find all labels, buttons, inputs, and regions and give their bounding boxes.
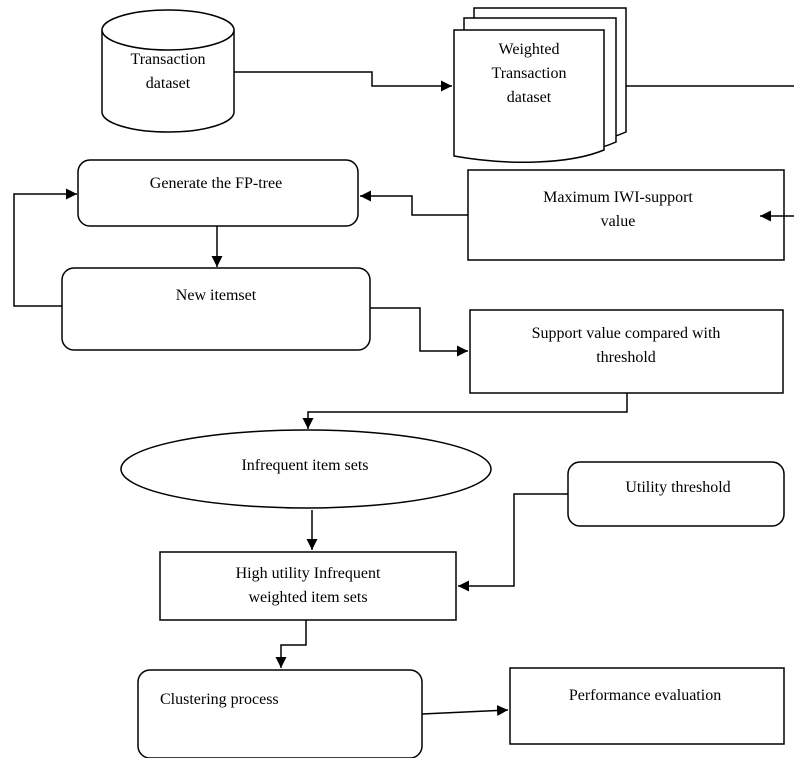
transaction-dataset-cylinder [101, 9, 235, 133]
high-utility-box [159, 551, 457, 621]
support-value-box [469, 309, 784, 394]
arrow-high-utility-to-clustering [275, 620, 307, 668]
arrow-new-itemset-to-support [370, 307, 468, 357]
infrequent-item-sets-label: Infrequent item sets [241, 457, 369, 474]
clustering-process-box [137, 669, 423, 758]
generate-fp-tree-label: Generate the FP-tree [149, 175, 283, 192]
infrequent-item-sets-ellipse [120, 429, 492, 509]
performance-evaluation-label: Performance evaluation [568, 687, 722, 704]
new-itemset-box [61, 267, 371, 351]
arrow-clustering-to-performance [421, 705, 509, 717]
arrow-feedback-loop [13, 188, 77, 307]
arrow-support-to-infrequent [302, 393, 628, 429]
maximum-iwi-support-box [467, 169, 785, 261]
new-itemset-label: New itemset [175, 287, 257, 304]
arrow-utility-to-high-utility [458, 493, 568, 592]
arrow-iwi-to-fp-tree [360, 190, 468, 216]
clustering-process-label: Clustering process [160, 691, 279, 708]
performance-evaluation-box [509, 667, 785, 745]
weighted-transaction-dataset-document [453, 7, 627, 163]
generate-fp-tree-box [77, 159, 359, 227]
arrow-transaction-to-weighted [234, 71, 452, 92]
utility-threshold-label: Utility threshold [625, 479, 731, 496]
